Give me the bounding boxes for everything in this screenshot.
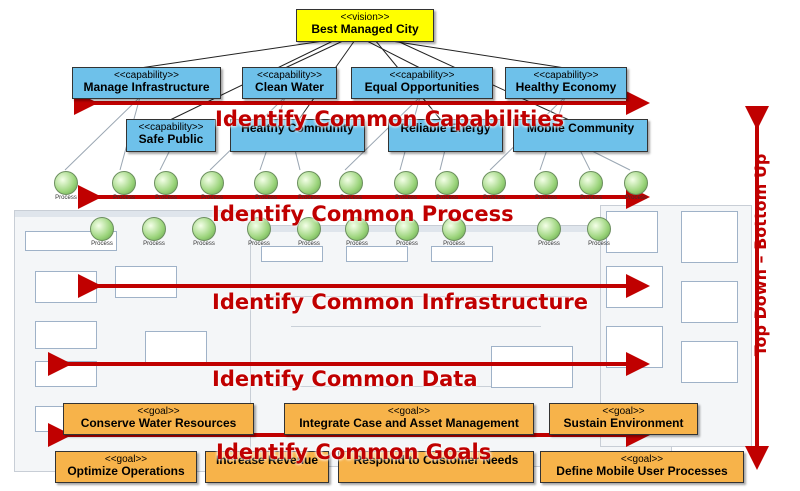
process-icon bbox=[297, 217, 321, 241]
process-node: Process bbox=[88, 217, 116, 248]
process-node: Process bbox=[440, 217, 468, 248]
process-node: Process bbox=[245, 217, 273, 248]
process-icon bbox=[579, 171, 603, 195]
process-node: Process bbox=[252, 171, 280, 202]
capability-box-equal-opportunities: <<capability>> Equal Opportunities bbox=[351, 67, 493, 99]
process-node: Process bbox=[343, 217, 371, 248]
process-icon bbox=[395, 217, 419, 241]
process-node: Process bbox=[577, 171, 605, 202]
process-node: Process bbox=[110, 171, 138, 202]
process-node: Process bbox=[480, 171, 508, 202]
process-node: Process bbox=[392, 171, 420, 202]
process-node: Process bbox=[190, 217, 218, 248]
vision-stereotype: <<vision>> bbox=[340, 12, 390, 23]
process-icon bbox=[90, 217, 114, 241]
process-icon bbox=[587, 217, 611, 241]
process-node: Process bbox=[295, 217, 323, 248]
process-node: Process bbox=[433, 171, 461, 202]
band-label-infrastructure: Identify Common Infrastructure bbox=[212, 290, 589, 314]
process-node: Process bbox=[532, 171, 560, 202]
process-icon bbox=[112, 171, 136, 195]
process-node: Process bbox=[295, 171, 323, 202]
goal-box-increase-revenue: Increase Revenue bbox=[205, 451, 329, 483]
band-label-data: Identify Common Data bbox=[212, 367, 478, 391]
goal-box-sustain-environment: <<goal>> Sustain Environment bbox=[549, 403, 698, 435]
goal-box-respond-customer: Respond to Customer Needs bbox=[338, 451, 534, 483]
process-node: Process bbox=[535, 217, 563, 248]
band-label-process: Identify Common Process bbox=[212, 202, 514, 226]
process-node: Process bbox=[585, 217, 613, 248]
goal-box-integrate-case: <<goal>> Integrate Case and Asset Manage… bbox=[284, 403, 534, 435]
goal-box-optimize-operations: <<goal>> Optimize Operations bbox=[55, 451, 197, 483]
process-icon bbox=[200, 171, 224, 195]
capability-box-manage-infrastructure: <<capability>> Manage Infrastructure bbox=[72, 67, 221, 99]
capability-box-mobile-community: Mobile Community bbox=[513, 119, 648, 152]
process-node: Process bbox=[622, 171, 650, 202]
process-icon bbox=[624, 171, 648, 195]
process-node: Process bbox=[393, 217, 421, 248]
process-icon bbox=[482, 171, 506, 195]
process-node: Process bbox=[337, 171, 365, 202]
process-node: Process bbox=[52, 171, 80, 202]
process-icon bbox=[254, 171, 278, 195]
capability-box-clean-water: <<capability>> Clean Water bbox=[242, 67, 337, 99]
process-icon bbox=[435, 171, 459, 195]
process-node: Process bbox=[198, 171, 226, 202]
process-icon bbox=[394, 171, 418, 195]
band-label-goals: Identify Common Goals bbox=[216, 440, 492, 464]
goal-box-conserve-water: <<goal>> Conserve Water Resources bbox=[63, 403, 254, 435]
capability-box-reliable-energy: Reliable Energy bbox=[388, 119, 503, 152]
process-icon bbox=[142, 217, 166, 241]
process-icon bbox=[442, 217, 466, 241]
capability-box-healthy-economy: <<capability>> Healthy Economy bbox=[505, 67, 627, 99]
vision-box: <<vision>> Best Managed City bbox=[296, 9, 434, 42]
process-node: Process bbox=[152, 171, 180, 202]
vision-name: Best Managed City bbox=[311, 22, 419, 36]
band-label-capabilities: Identify Common Capabilities bbox=[215, 107, 565, 131]
capability-box-safe-public: <<capability>> Safe Public bbox=[126, 119, 216, 152]
process-icon bbox=[154, 171, 178, 195]
process-node: Process bbox=[140, 217, 168, 248]
process-icon bbox=[345, 217, 369, 241]
process-icon bbox=[192, 217, 216, 241]
capability-box-healthy-community: Healthy Community bbox=[230, 119, 365, 152]
process-icon bbox=[537, 217, 561, 241]
vertical-label: Top Down – Bottom Up bbox=[751, 153, 770, 357]
process-icon bbox=[339, 171, 363, 195]
process-icon bbox=[534, 171, 558, 195]
process-icon bbox=[54, 171, 78, 195]
goal-box-define-mobile: <<goal>> Define Mobile User Processes bbox=[540, 451, 744, 483]
process-icon bbox=[297, 171, 321, 195]
process-icon bbox=[247, 217, 271, 241]
